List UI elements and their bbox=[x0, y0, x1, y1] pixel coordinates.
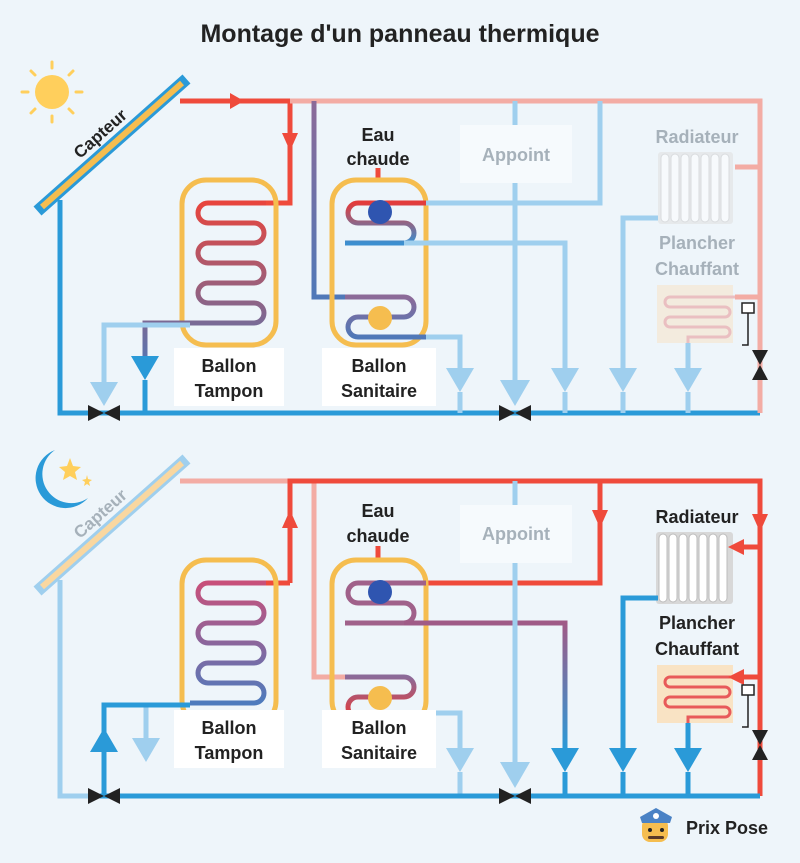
day-buffer-coil bbox=[142, 200, 267, 370]
night-hot-loop bbox=[287, 478, 763, 796]
night-solar-collector bbox=[33, 454, 191, 596]
night-radiator-icon bbox=[656, 532, 733, 604]
night-auxiliary-box bbox=[460, 505, 572, 563]
day-sanitary-tank bbox=[329, 177, 429, 348]
night-buffer-arrow bbox=[90, 728, 118, 752]
day-hot-supply-pipe bbox=[180, 98, 293, 206]
night-sanitary-top-sensor bbox=[368, 580, 392, 604]
day-scenario: Capteur Eau chaude bbox=[20, 60, 768, 421]
day-auxiliary-label: Appoint bbox=[482, 145, 550, 165]
night-valve-left bbox=[88, 788, 120, 804]
night-floor-label-2: Chauffant bbox=[655, 639, 739, 659]
day-floor-label-2: Chauffant bbox=[655, 259, 739, 279]
night-sanitary-label-2: Sanitaire bbox=[341, 743, 417, 763]
day-buffer-label-1: Ballon bbox=[201, 356, 256, 376]
night-sanitary-bottom-sensor bbox=[368, 686, 392, 710]
day-floor-label-1: Plancher bbox=[659, 233, 735, 253]
night-floor-label-1: Plancher bbox=[659, 613, 735, 633]
day-sanitary-label-1: Ballon bbox=[351, 356, 406, 376]
night-floor-valve bbox=[741, 684, 768, 760]
brand-logo: Prix Pose bbox=[640, 808, 768, 842]
night-sanitary-label-1: Ballon bbox=[351, 718, 406, 738]
sun-icon bbox=[20, 60, 84, 124]
day-radiator-icon bbox=[658, 152, 733, 224]
night-hot-water-label-2: chaude bbox=[346, 526, 409, 546]
day-buffer-tank bbox=[179, 177, 279, 348]
day-sanitary-bottom-sensor bbox=[368, 306, 392, 330]
day-solar-collector bbox=[33, 74, 191, 216]
day-radiator-label: Radiateur bbox=[655, 127, 738, 147]
night-radiator-label: Radiateur bbox=[655, 507, 738, 527]
day-floor-valve bbox=[741, 302, 768, 380]
mascot-icon bbox=[640, 808, 672, 842]
day-faded-hot-loop bbox=[290, 98, 763, 413]
brand-name: Prix Pose bbox=[686, 818, 768, 838]
night-buffer-label-1: Ballon bbox=[201, 718, 256, 738]
day-hot-water-label-2: chaude bbox=[346, 149, 409, 169]
night-buffer-label-2: Tampon bbox=[195, 743, 264, 763]
day-sanitary-top-sensor bbox=[368, 200, 392, 224]
day-hot-water-label-1: Eau bbox=[361, 125, 394, 145]
night-auxiliary-label: Appoint bbox=[482, 524, 550, 544]
night-buffer-label-box bbox=[174, 710, 284, 768]
day-floor-heating-icon bbox=[657, 285, 735, 343]
day-valve-left bbox=[88, 405, 120, 421]
day-buffer-arrow bbox=[131, 356, 159, 380]
day-auxiliary-box bbox=[460, 125, 572, 183]
night-floor-heating-icon bbox=[657, 665, 735, 723]
night-valve-center bbox=[499, 788, 531, 804]
moon-icon bbox=[35, 450, 92, 509]
diagram-title: Montage d'un panneau thermique bbox=[200, 20, 599, 48]
day-sanitary-label-box bbox=[322, 348, 436, 406]
day-buffer-label-box bbox=[174, 348, 284, 406]
day-valve-center bbox=[499, 405, 531, 421]
day-buffer-label-2: Tampon bbox=[195, 381, 264, 401]
day-sanitary-label-2: Sanitaire bbox=[341, 381, 417, 401]
night-sanitary-label-box bbox=[322, 710, 436, 768]
night-scenario: Capteur Eau chaude bbox=[33, 450, 768, 804]
night-hot-water-label-1: Eau bbox=[361, 501, 394, 521]
night-buffer-coil bbox=[190, 580, 267, 706]
